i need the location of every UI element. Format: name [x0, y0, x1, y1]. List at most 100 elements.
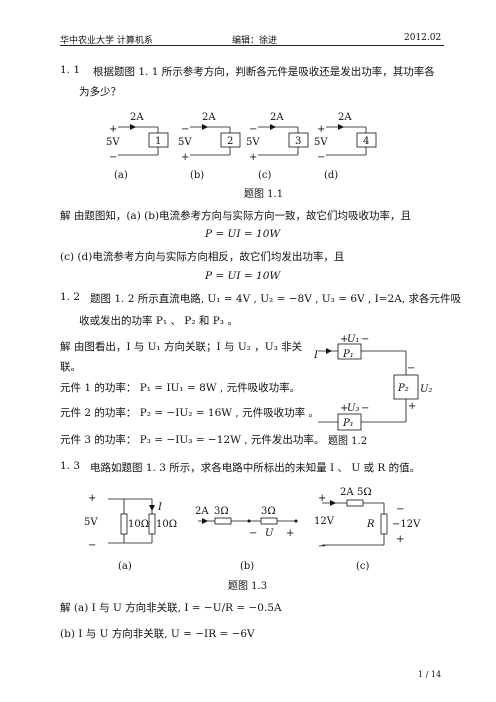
fig13a-plus: + [88, 493, 96, 504]
fig13c-minus: − [318, 541, 326, 552]
fig11-voltage: 5V [246, 137, 260, 148]
fig13b-plus: + [286, 528, 294, 539]
fig11-box-label: 2 [227, 136, 233, 147]
fig13a-label: (a) [118, 561, 132, 572]
fig11-box-label: 3 [295, 136, 301, 147]
fig11-panel-label: (c) [258, 170, 272, 181]
element-p1-top [337, 343, 362, 360]
q3-line1: 电路如题图 1. 3 所示，求各电路中所标出的未知量 I 、 U 或 R 的值。 [90, 462, 421, 474]
header-right: 2012.02 [404, 33, 442, 43]
fig12-u1: U₁ [347, 334, 359, 345]
q2-element-2: 元件 2 的功率： P₂ = −IU₂ = 16W , 元件吸收功率 。 [60, 407, 319, 419]
fig11-panel-3: 2A−5V+3(c) [246, 112, 309, 181]
fig13c-right-minus: − [396, 504, 404, 515]
fig12-u1-minus: − [361, 334, 369, 345]
resistor-r [380, 513, 388, 535]
q1-number: 1. 1 [60, 64, 81, 76]
fig11-panel-label: (b) [190, 170, 204, 181]
fig11-box-label: 4 [363, 136, 369, 147]
fig11-top-sign: + [317, 124, 325, 135]
header-center: 编辑：徐进 [232, 36, 278, 46]
element-box-1 [148, 132, 169, 148]
fig12-u2-minus: − [407, 363, 415, 374]
fig12-i: I [313, 350, 319, 361]
fig13c-right-voltage: −12V [392, 519, 421, 530]
fig11-panel-label: (d) [324, 170, 338, 181]
fig13-circuit-a: + 5V − 10Ω 10Ω I [84, 493, 177, 551]
q2-line2: 收或发出的功率 P₁ 、 P₂ 和 P₃ 。 [79, 315, 238, 327]
fig11-voltage: 5V [314, 137, 328, 148]
fig12-u3: U₃ [347, 403, 359, 414]
element-box-2 [220, 132, 241, 148]
q1-line1: 根据题图 1. 1 所示参考方向，判断各元件是吸收还是发出功率，其功率各 [93, 66, 435, 78]
q1-solution-1: 解 由题图知，(a) (b)电流参考方向与实际方向一致，故它们均吸收功率，且 [60, 210, 412, 222]
element-p2 [393, 374, 419, 400]
resistor-10ohm-2 [148, 513, 156, 535]
fig13c-r: R [366, 519, 375, 530]
figure-1-1: 2A+5V−1(a)2A−5V+2(b)2A−5V+3(c)2A+5V−4(d) [106, 112, 377, 181]
fig11-panel-2: 2A−5V+2(b) [178, 112, 241, 181]
fig13c-r1: 5Ω [357, 487, 372, 498]
fig13a-r1: 10Ω [128, 519, 149, 530]
fig11-panel-label: (a) [114, 170, 128, 181]
q2-element-1: 元件 1 的功率： P₁ = IU₁ = 8W , 元件吸收功率。 [60, 382, 301, 394]
fig11-bottom-sign: − [109, 152, 117, 163]
fig13a-minus: − [88, 540, 96, 551]
resistor-5ohm [346, 499, 364, 507]
fig12-u1-plus: + [340, 334, 348, 345]
resistor-10ohm-1 [120, 513, 128, 535]
fig11-top-sign: + [109, 124, 117, 135]
element-box-3 [288, 132, 309, 148]
fig11-top-sign: − [249, 124, 257, 135]
fig12-u3-plus: + [340, 403, 348, 414]
fig13b-r1: 3Ω [214, 506, 229, 517]
fig12-p1-top: P₁ [342, 349, 354, 360]
fig13-circuit-c: 2A 5Ω + 12V − R − −12V + [314, 487, 421, 552]
fig13-circuit-b: 2A 3Ω 3Ω − U + [195, 506, 298, 539]
figure-1-3: + 5V − 10Ω 10Ω I 2A 3Ω 3Ω − U + 2A 5Ω + … [84, 487, 421, 572]
fig11-bottom-sign: + [181, 152, 189, 163]
fig13c-label: (c) [356, 561, 370, 572]
resistor-3ohm-1 [214, 517, 232, 525]
page-number: 1 / 14 [418, 670, 442, 679]
fig12-u2: U₂ [420, 384, 432, 395]
figure-1-2: + U₁ − I P₁ − P₂ U₂ + + U₃ − P₁ [313, 334, 432, 431]
q1-equation-2: P = UI = 10W [205, 270, 281, 282]
header-rule [60, 45, 444, 46]
fig11-top-sign: − [181, 124, 189, 135]
q3-solution-2: (b) I 与 U 方向非关联, U = −IR = −6V [60, 628, 255, 640]
fig13a-r2: 10Ω [156, 519, 177, 530]
fig11-current: 2A [338, 112, 352, 123]
fig13a-i: I [157, 502, 163, 513]
fig13b-current: 2A [195, 506, 209, 517]
q2-element-3: 元件 3 的功率： P₃ = −IU₃ = −12W , 元件发出功率。 [60, 434, 325, 446]
fig11-panel-1: 2A+5V−1(a) [106, 112, 169, 181]
q3-solution-1: 解 (a) I 与 U 方向非关联, I = −U/R = −0.5A [60, 602, 282, 614]
fig11-voltage: 5V [178, 137, 192, 148]
q1-solution-2: (c) (d)电流参考方向与实际方向相反，故它们均发出功率，且 [60, 251, 345, 263]
q2-number: 1. 2 [60, 291, 81, 303]
q3-number: 1. 3 [60, 460, 81, 472]
q1-line2: 为多少？ [79, 86, 121, 98]
fig11-current: 2A [270, 112, 284, 123]
fig12-p3: P₁ [342, 418, 354, 429]
q2-line1: 题图 1. 2 所示直流电路, U₁ = 4V , U₂ = −8V , U₃ … [90, 293, 461, 305]
fig11-voltage: 5V [106, 137, 120, 148]
resistor-3ohm-2 [260, 517, 278, 525]
fig13b-u: U [265, 528, 274, 539]
figure-1-2-caption: 题图 1.2 [328, 436, 368, 447]
q1-equation-1: P = UI = 10W [205, 228, 281, 240]
fig11-bottom-sign: − [317, 152, 325, 163]
fig11-current: 2A [130, 112, 144, 123]
figure-1-3-caption: 题图 1.3 [228, 581, 268, 592]
header-left: 华中农业大学 计算机系 [60, 36, 153, 46]
fig12-u3-minus: − [361, 403, 369, 414]
q2-solution-1b: 联。 [60, 361, 81, 373]
fig13b-label: (b) [240, 561, 254, 572]
fig12-u2-plus: + [408, 401, 416, 412]
fig13b-minus: − [249, 528, 257, 539]
fig13b-r2: 3Ω [261, 506, 276, 517]
fig13c-plus: + [318, 493, 326, 504]
figure-1-1-caption: 题图 1.1 [244, 189, 284, 200]
fig12-p2: P₂ [397, 383, 409, 394]
